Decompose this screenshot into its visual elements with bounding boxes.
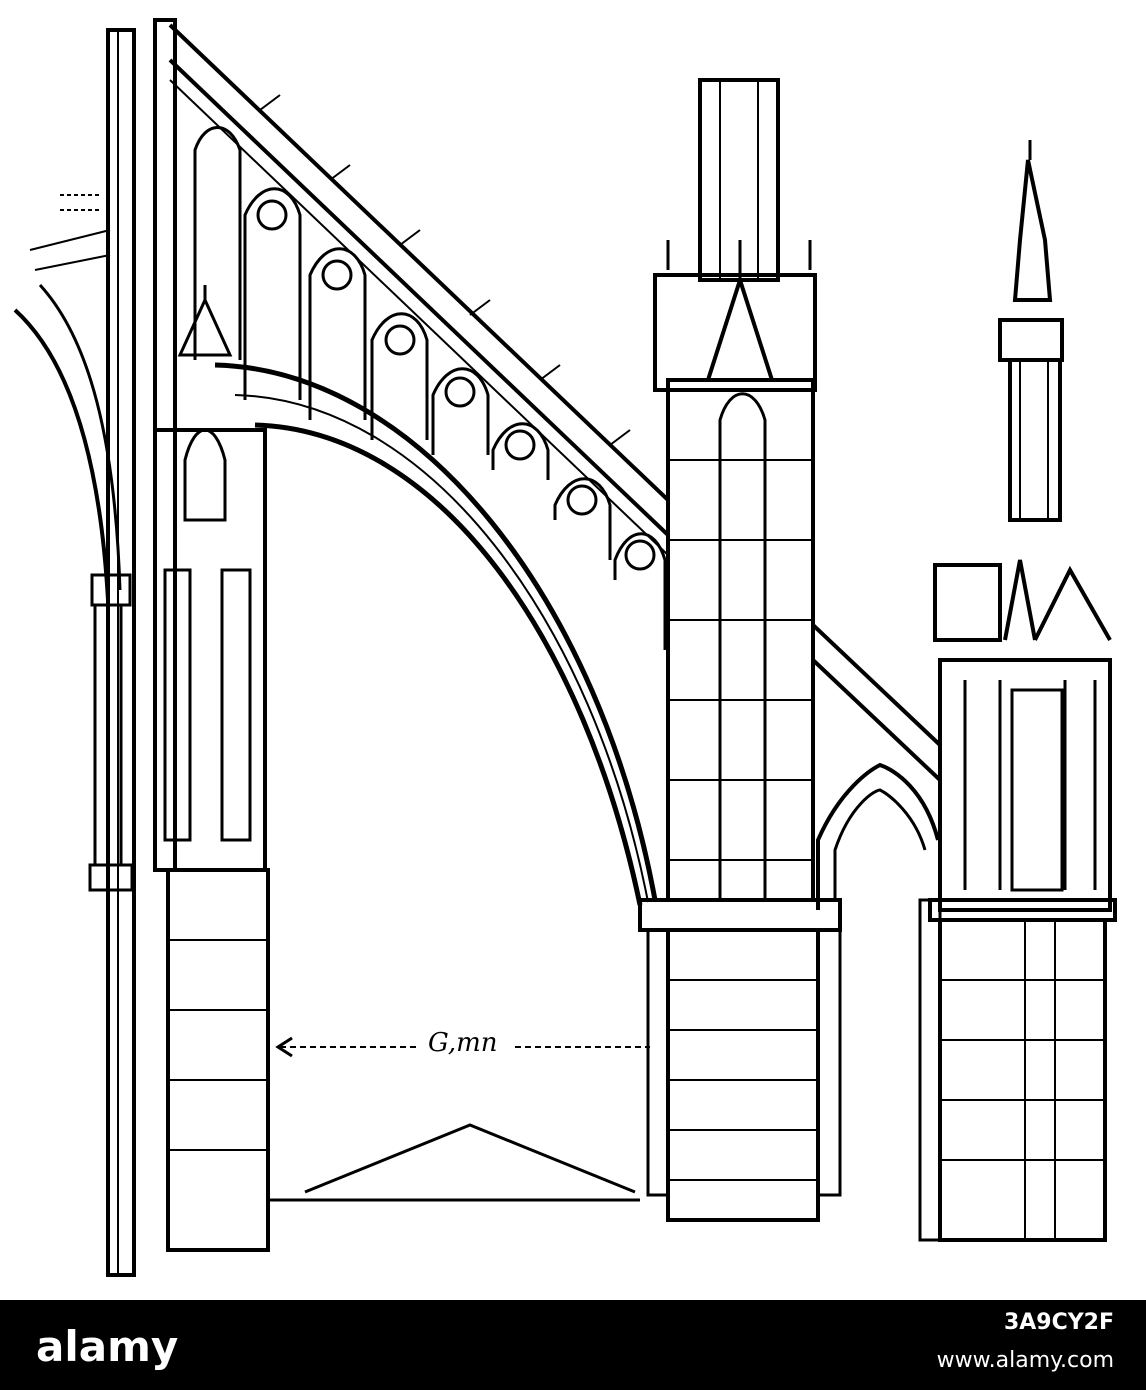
lower-flyer [811,623,942,1242]
buttress-drawing [13,18,1117,1277]
pinnacle-tower [928,140,1117,1242]
left-pier [88,28,136,1277]
buttress-arch [214,362,658,906]
central-tower [638,78,842,1222]
dimension-line [275,1036,650,1194]
wall-pier [153,18,640,1252]
image-id: 3A9CY2F [1003,1310,1114,1335]
alamy-logo: alamy [36,1322,179,1371]
tracery-arcade [193,126,667,650]
watermark-footer: alamy 3A9CY2F www.alamy.com [0,1300,1146,1390]
buttress-rail [168,23,670,556]
left-vault [13,194,122,601]
dimension-label: G,mn [428,1028,498,1058]
site-url: www.alamy.com [936,1348,1114,1373]
engraving-illustration: G,mn [13,18,1117,1277]
